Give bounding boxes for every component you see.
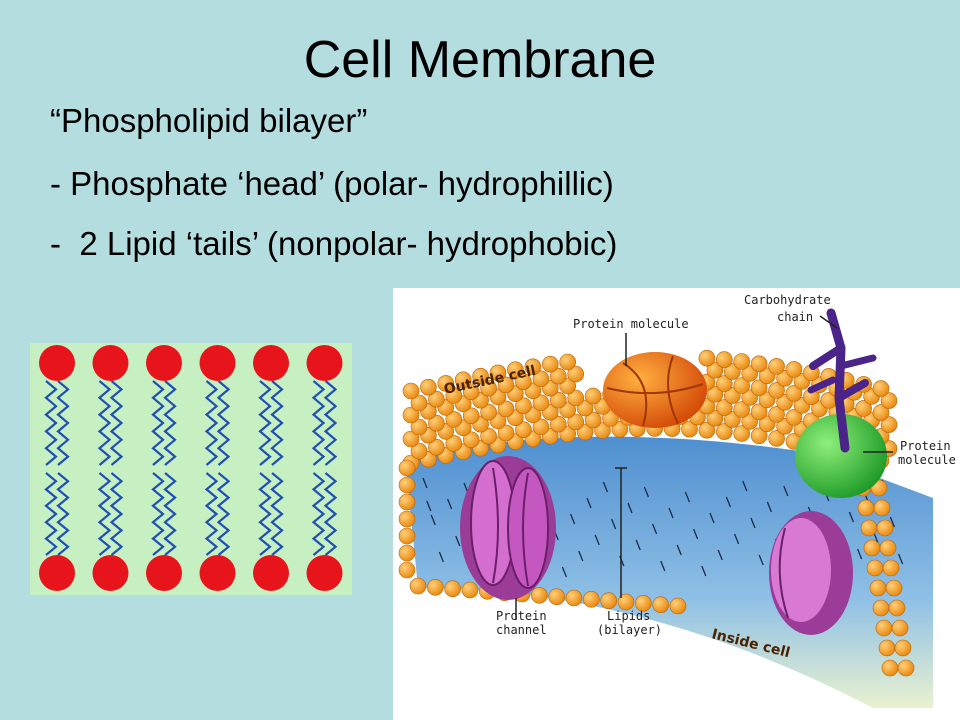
phospholipid-head bbox=[566, 590, 582, 606]
phospholipid-head bbox=[462, 582, 478, 598]
phospholipid-head bbox=[864, 540, 880, 556]
phospholipid-head bbox=[427, 579, 443, 595]
phospholipid-head bbox=[876, 620, 892, 636]
phospholipid-head bbox=[870, 580, 886, 596]
phospholipid-head bbox=[898, 660, 914, 676]
phospholipid-head bbox=[399, 511, 415, 527]
phospholipid-head bbox=[858, 500, 874, 516]
phosphate-head bbox=[253, 345, 289, 381]
phospholipid-head bbox=[445, 581, 461, 597]
phospholipid-head bbox=[883, 560, 899, 576]
phosphate-head bbox=[200, 555, 236, 591]
label-lipids-1: Lipids bbox=[607, 609, 650, 623]
bullet-phosphate-head: - Phosphate ‘head’ (polar- hydrophillic) bbox=[50, 163, 614, 205]
phospholipid-head bbox=[867, 560, 883, 576]
label-protein-molecule-top: Protein molecule bbox=[573, 317, 689, 331]
phospholipid-head bbox=[670, 598, 686, 614]
label-protein-molecule-right-2: molecule bbox=[898, 453, 956, 467]
phosphate-head bbox=[39, 345, 75, 381]
protein-channel bbox=[460, 456, 556, 600]
phospholipid-head bbox=[786, 361, 802, 377]
phospholipid-head bbox=[699, 350, 715, 366]
phosphate-head bbox=[93, 345, 129, 381]
phospholipid-head bbox=[653, 597, 669, 613]
phospholipid-head bbox=[882, 660, 898, 676]
phospholipid-head bbox=[601, 593, 617, 609]
label-protein-channel-1: Protein bbox=[496, 609, 547, 623]
cell-membrane-illustration: Carbohydrate chain Protein molecule Prot… bbox=[393, 288, 960, 720]
phospholipid-head bbox=[880, 540, 896, 556]
phospholipid-head bbox=[420, 379, 436, 395]
label-protein-molecule-right-1: Protein bbox=[900, 439, 951, 453]
phosphate-head bbox=[93, 555, 129, 591]
phospholipid-head bbox=[873, 381, 889, 397]
phospholipid-head bbox=[531, 587, 547, 603]
phospholipid-head bbox=[399, 477, 415, 493]
phosphate-head bbox=[307, 345, 343, 381]
phospholipid-head bbox=[734, 354, 750, 370]
phosphate-head bbox=[307, 555, 343, 591]
slide-title: Cell Membrane bbox=[0, 28, 960, 92]
label-protein-channel-2: channel bbox=[496, 623, 547, 637]
phospholipid-head bbox=[399, 460, 415, 476]
label-lipids-2: (bilayer) bbox=[597, 623, 662, 637]
phosphate-head bbox=[200, 345, 236, 381]
phospholipid-head bbox=[560, 354, 576, 370]
phospholipid-head bbox=[889, 600, 905, 616]
phosphate-head bbox=[39, 555, 75, 591]
phospholipid-head bbox=[399, 528, 415, 544]
phospholipid-head bbox=[751, 356, 767, 372]
phospholipid-head bbox=[895, 640, 911, 656]
phosphate-head bbox=[146, 555, 182, 591]
phospholipid-head bbox=[886, 580, 902, 596]
phospholipid-bilayer-diagram bbox=[30, 343, 352, 595]
phospholipid-head bbox=[585, 388, 601, 404]
phospholipid-head bbox=[549, 589, 565, 605]
phospholipid-head bbox=[542, 356, 558, 372]
label-carbohydrate-chain-1: Carbohydrate bbox=[744, 293, 831, 307]
phospholipid-head bbox=[583, 591, 599, 607]
phosphate-head bbox=[253, 555, 289, 591]
protein-integral-right bbox=[769, 511, 853, 635]
bullet-phospholipid-bilayer: “Phospholipid bilayer” bbox=[50, 100, 367, 142]
phospholipid-head bbox=[399, 545, 415, 561]
protein-molecule-top bbox=[603, 352, 707, 428]
phospholipid-head bbox=[716, 352, 732, 368]
bullet-lipid-tails: - 2 Lipid ‘tails’ (nonpolar- hydrophobic… bbox=[50, 223, 617, 265]
phospholipid-head bbox=[861, 520, 877, 536]
phospholipid-head bbox=[410, 578, 426, 594]
phospholipid-head bbox=[877, 520, 893, 536]
phospholipid-head bbox=[769, 358, 785, 374]
phospholipid-head bbox=[892, 620, 908, 636]
phospholipid-head bbox=[399, 494, 415, 510]
phospholipid-head bbox=[879, 640, 895, 656]
bilayer-background bbox=[30, 343, 352, 595]
phosphate-head bbox=[146, 345, 182, 381]
label-carbohydrate-chain-2: chain bbox=[777, 310, 813, 324]
phospholipid-head bbox=[399, 562, 415, 578]
phospholipid-head bbox=[403, 383, 419, 399]
phospholipid-head bbox=[874, 500, 890, 516]
phospholipid-head bbox=[873, 600, 889, 616]
